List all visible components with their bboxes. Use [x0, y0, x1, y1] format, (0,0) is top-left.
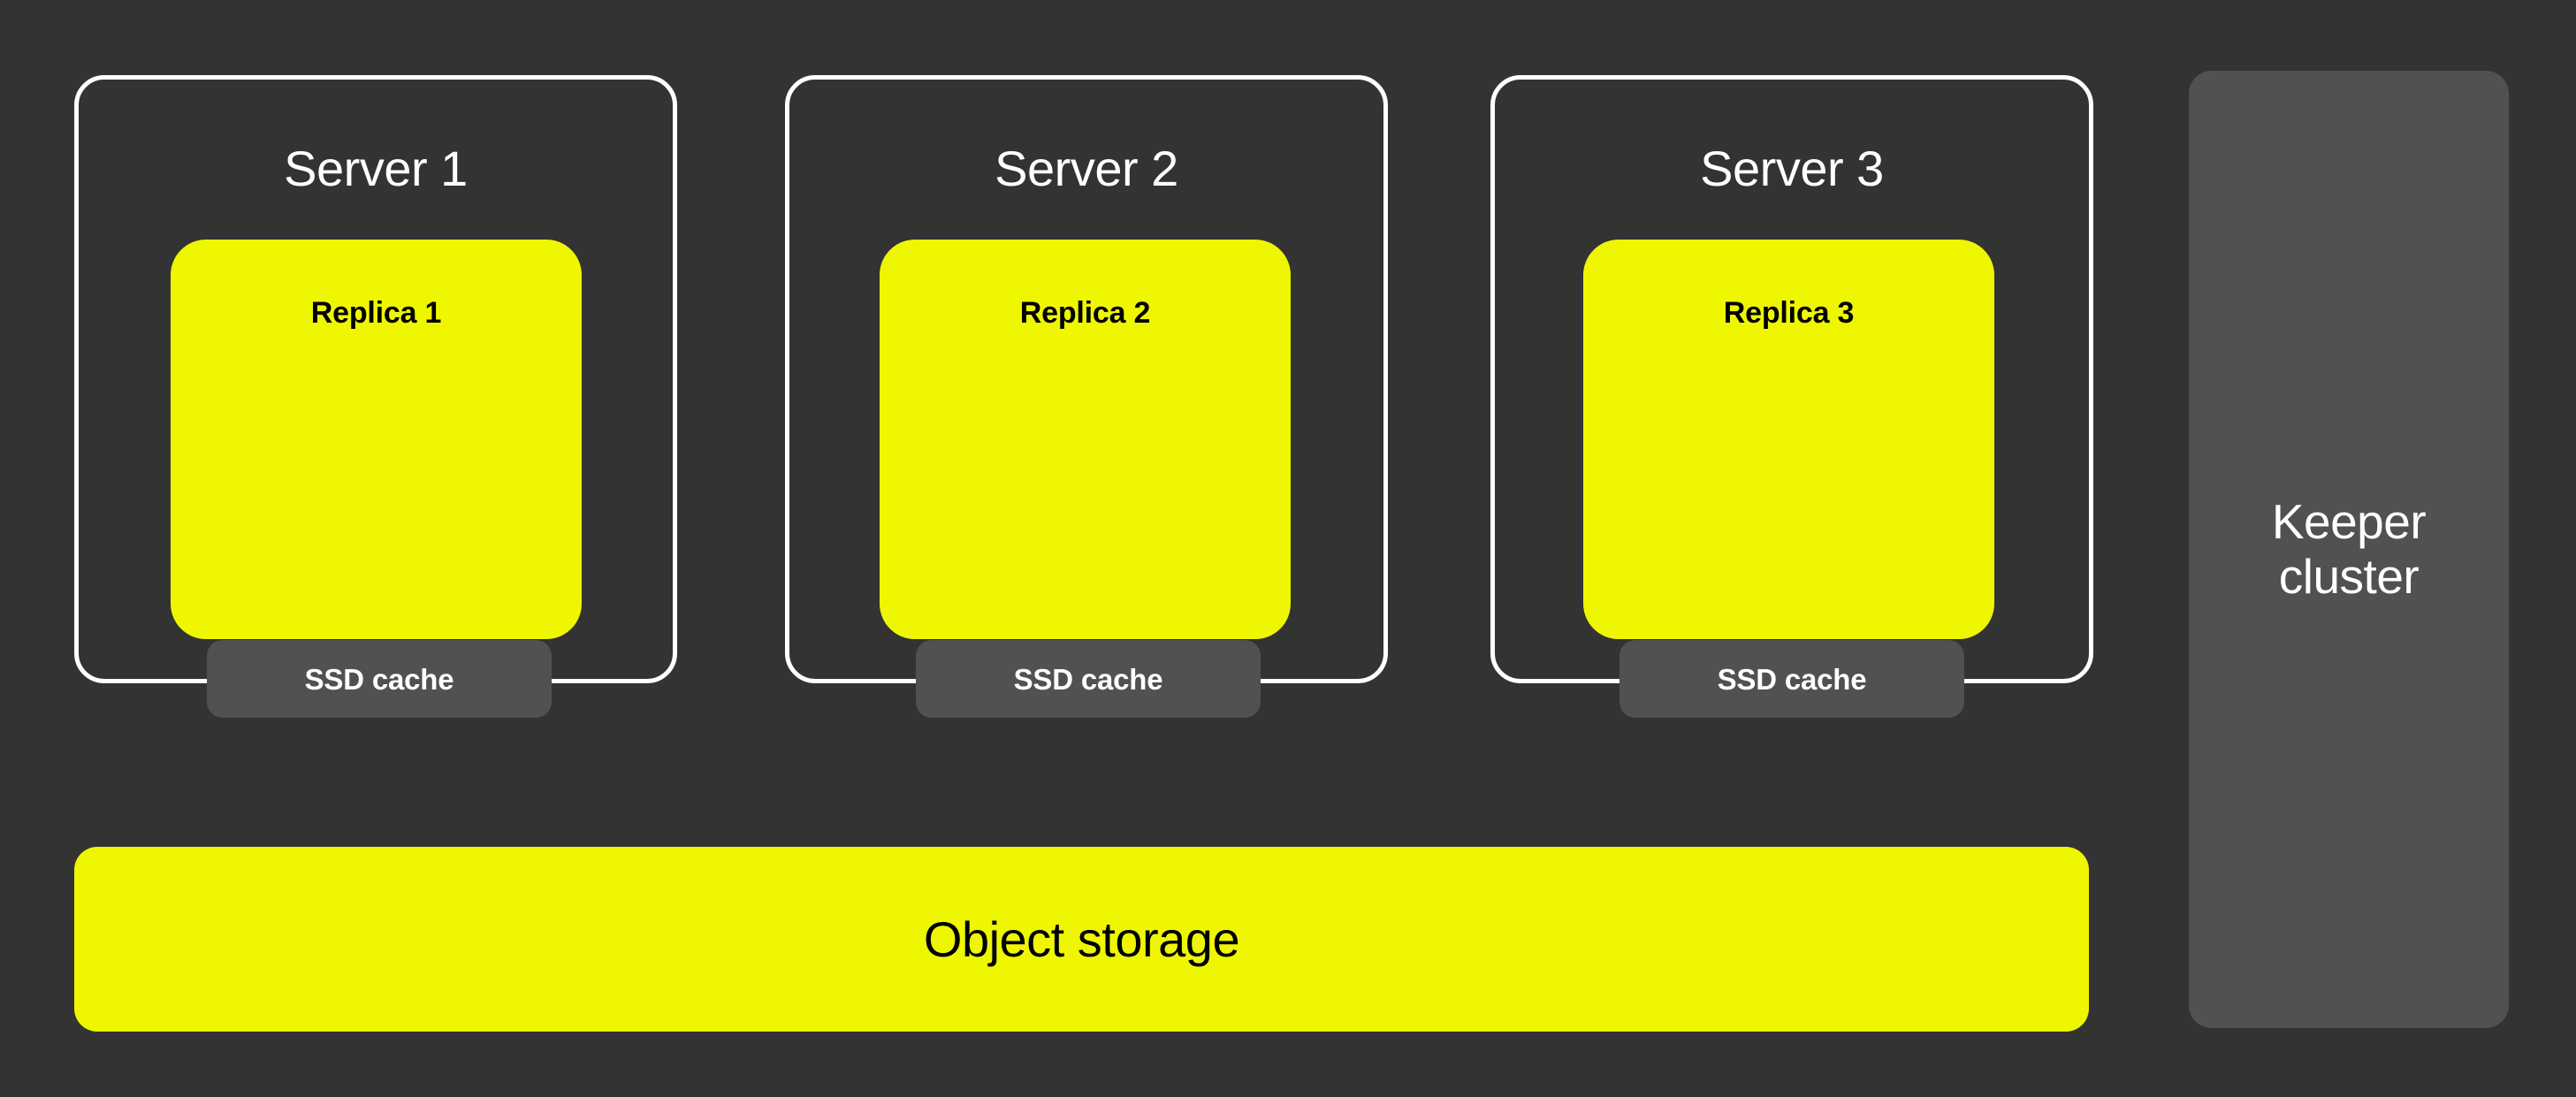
- ssd-cache-label-3: SSD cache: [1717, 662, 1867, 696]
- replica-label-1: Replica 1: [310, 296, 442, 330]
- replica-label-3: Replica 3: [1723, 296, 1855, 330]
- ssd-cache-box-1: SSD cache: [207, 640, 552, 718]
- ssd-cache-label-1: SSD cache: [304, 662, 454, 696]
- ssd-cache-label-2: SSD cache: [1013, 662, 1163, 696]
- server-title-3: Server 3: [1700, 141, 1884, 196]
- object-storage-box: Object storage: [74, 847, 2089, 1032]
- ssd-cache-box-3: SSD cache: [1620, 640, 1964, 718]
- server-title-1: Server 1: [284, 141, 468, 196]
- keeper-cluster-label: Keeper cluster: [2271, 493, 2427, 604]
- replica-label-2: Replica 2: [1019, 296, 1151, 330]
- server-title-2: Server 2: [995, 141, 1178, 196]
- replica-box-3: Replica 3: [1583, 240, 1994, 639]
- ssd-cache-box-2: SSD cache: [916, 640, 1261, 718]
- replica-box-2: Replica 2: [880, 240, 1291, 639]
- object-storage-label: Object storage: [923, 910, 1240, 967]
- keeper-cluster-box: Keeper cluster: [2189, 71, 2509, 1028]
- replica-box-1: Replica 1: [171, 240, 582, 639]
